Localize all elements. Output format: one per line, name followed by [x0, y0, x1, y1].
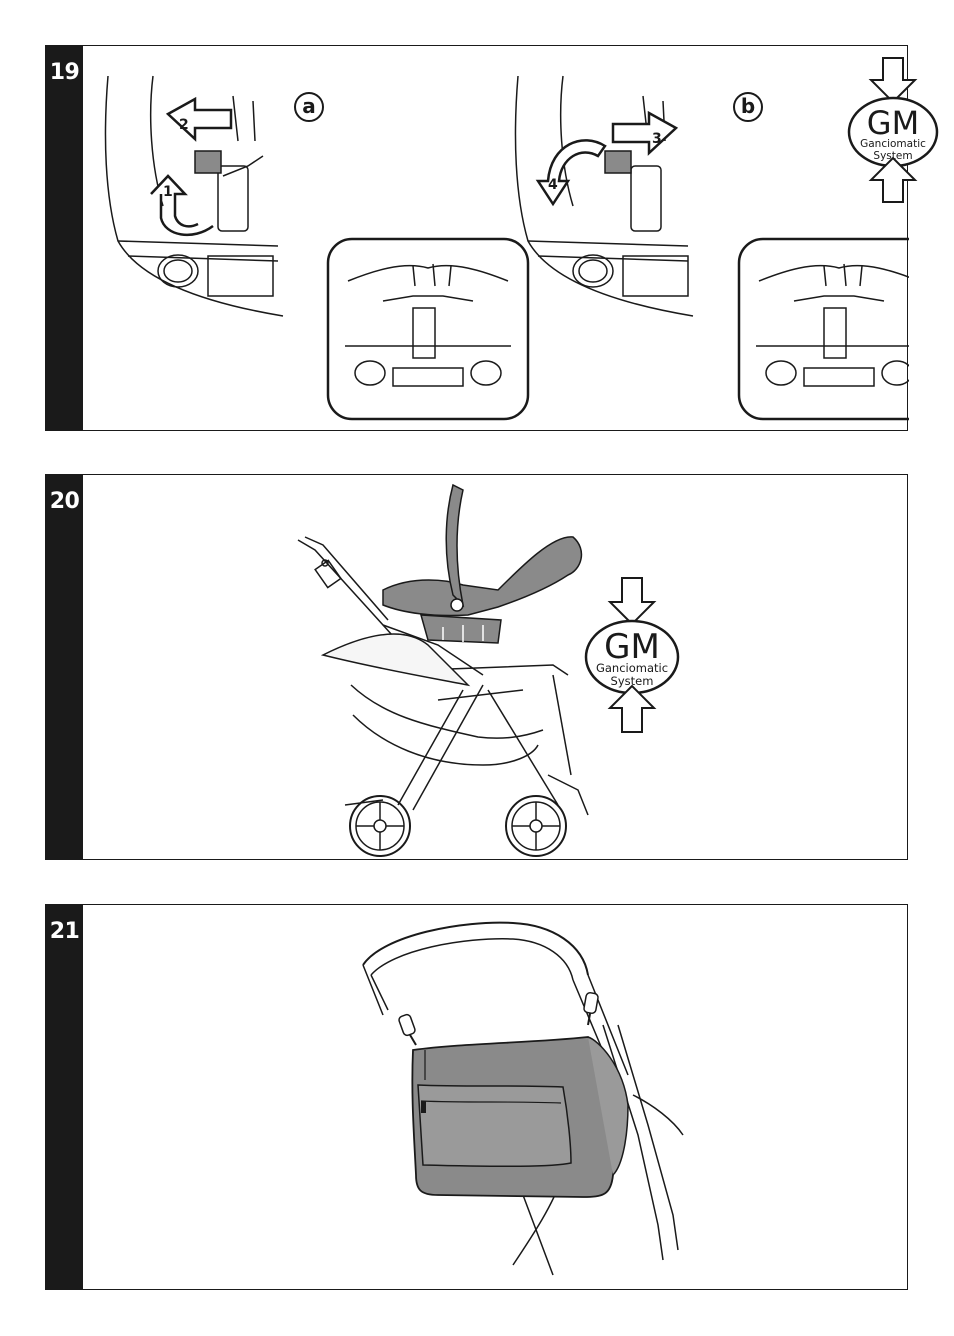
label-b: b	[733, 92, 763, 122]
step-21-drawing	[362, 921, 684, 1276]
gm-line1: Ganciomatic	[860, 138, 926, 150]
step-20-panel: 20	[45, 474, 908, 860]
step-number-bar: 20	[46, 475, 83, 859]
step-21-illustration	[83, 905, 909, 1289]
step-19-panel: 19	[45, 45, 939, 431]
down-arrow-icon	[868, 57, 918, 104]
arrow-number: 3	[652, 131, 662, 147]
arrow-number: 2	[179, 117, 189, 133]
gm-big-text: GM	[867, 104, 919, 142]
step-number-bar: 21	[46, 905, 83, 1289]
step-20-illustration: GM Ganciomatic System	[83, 475, 909, 859]
down-arrow-icon	[607, 577, 657, 626]
arrow-number: 1	[163, 184, 173, 200]
step-number: 19	[49, 60, 80, 85]
up-arrow-icon	[150, 174, 199, 228]
step-number-bar: 19	[46, 46, 83, 430]
up-arrow-icon	[607, 684, 657, 733]
left-arrow-icon	[165, 96, 233, 142]
rotate-arrow-icon	[535, 139, 607, 207]
arrow-number: 4	[548, 177, 558, 193]
step-19-illustration: 2 1 3 4 a b GM Ganciomatic System	[83, 46, 939, 430]
up-arrow-icon	[868, 156, 918, 203]
right-arrow-icon	[611, 110, 679, 156]
step-19-drawing: 2 1 3 4	[104, 75, 909, 421]
gm-line1: Ganciomatic	[596, 661, 668, 675]
gm-line2: System	[873, 150, 912, 162]
label-a: a	[294, 92, 324, 122]
gm-big-text: GM	[604, 627, 660, 667]
gm-badge: GM Ganciomatic System	[584, 576, 680, 734]
gm-badge: GM Ganciomatic System	[845, 56, 941, 204]
step-number: 20	[49, 489, 80, 514]
step-20-drawing	[297, 483, 589, 857]
step-21-panel: 21	[45, 904, 908, 1290]
step-number: 21	[49, 919, 80, 944]
gm-line2: System	[611, 674, 654, 688]
